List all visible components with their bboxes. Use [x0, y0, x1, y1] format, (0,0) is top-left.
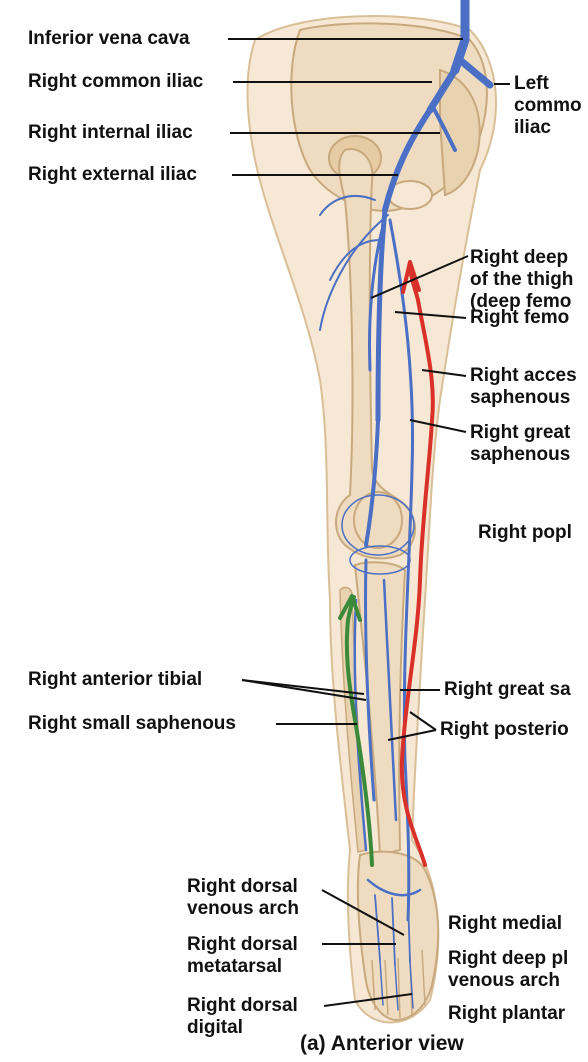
vein-dorsal-arch: [366, 878, 422, 897]
vein-branch-2: [329, 239, 381, 281]
label-right-common-iliac: Right common iliac: [28, 71, 204, 92]
knee-joint: [341, 494, 415, 575]
femur-bone: [334, 148, 417, 560]
label-right-popliteal: Right popl: [478, 522, 572, 543]
green-arrow: [338, 594, 374, 867]
vein-branch-1: [319, 195, 376, 216]
label-right-great-saphenous-upper: Right great saphenous: [470, 422, 570, 466]
sacrum: [439, 68, 481, 197]
label-line: Right acces: [470, 365, 577, 386]
label-line: (deep femo: [470, 291, 572, 312]
label-line: venous arch: [187, 898, 299, 919]
vein-posterior-tibial: [382, 578, 398, 822]
label-right-small-saphenous: Right small saphenous: [28, 713, 236, 734]
label-line: Left: [514, 73, 549, 94]
veins: [319, 0, 494, 1011]
label-right-accessory-saphenous: Right acces saphenous: [470, 365, 577, 409]
label-right-external-iliac: Right external iliac: [28, 164, 197, 185]
label-line: commo: [514, 95, 582, 116]
label-right-posterior-tibial: Right posterio: [440, 719, 569, 740]
label-line: Right dorsal: [187, 934, 298, 955]
label-right-anterior-tibial: Right anterior tibial: [28, 669, 203, 690]
label-line: venous arch: [448, 970, 560, 991]
label-line: Right dorsal: [187, 876, 298, 897]
vein-external-iliac: [382, 107, 433, 213]
vein-left-common-iliac: [456, 56, 494, 89]
label-line: Right deep: [470, 247, 569, 268]
foot-bones: [356, 850, 440, 1022]
vein-popliteal: [364, 418, 380, 547]
label-line: metatarsal: [187, 956, 283, 977]
vein-great-saphenous: [388, 218, 415, 922]
label-right-internal-iliac: Right internal iliac: [28, 122, 193, 143]
label-right-femoral: Right femo: [470, 307, 570, 328]
label-right-dorsal-metatarsal: Right dorsal metatarsal: [187, 934, 298, 978]
vein-anterior-tibial: [363, 558, 376, 802]
vein-accessory-saphenous: [319, 214, 389, 331]
label-line: of the thigh: [470, 269, 574, 290]
patella: [353, 491, 403, 549]
label-right-medial: Right medial: [448, 913, 563, 934]
label-inferior-vena-cava: Inferior vena cava: [28, 28, 190, 49]
label-left-common-iliac: Left commo iliac: [514, 73, 582, 139]
label-line: Right deep pl: [448, 948, 569, 969]
red-arrow: [399, 260, 435, 867]
leader-lines: [228, 38, 510, 1007]
vein-deep-thigh: [368, 228, 384, 372]
label-right-dorsal-digital: Right dorsal digital: [187, 995, 298, 1039]
vein-internal-iliac: [430, 103, 457, 152]
vein-dorsal-metatarsal: [374, 894, 411, 966]
label-right-plantar: Right plantar: [448, 1003, 566, 1024]
label-right-dorsal-venous-arch: Right dorsal venous arch: [187, 876, 299, 920]
vein-right-common-iliac: [426, 66, 459, 114]
label-line: iliac: [514, 117, 551, 138]
label-right-deep-vein-thigh: Right deep of the thigh (deep femo: [470, 247, 573, 313]
label-right-deep-plantar-arch: Right deep pl venous arch: [448, 948, 568, 992]
label-right-great-saphenous-lower: Right great sa: [444, 679, 571, 700]
figure-caption: (a) Anterior view: [300, 1032, 464, 1055]
label-line: digital: [187, 1017, 243, 1038]
label-line: saphenous: [470, 444, 571, 465]
label-line: saphenous: [470, 387, 571, 408]
label-line: Right great: [470, 422, 571, 443]
label-line: Right dorsal: [187, 995, 298, 1016]
